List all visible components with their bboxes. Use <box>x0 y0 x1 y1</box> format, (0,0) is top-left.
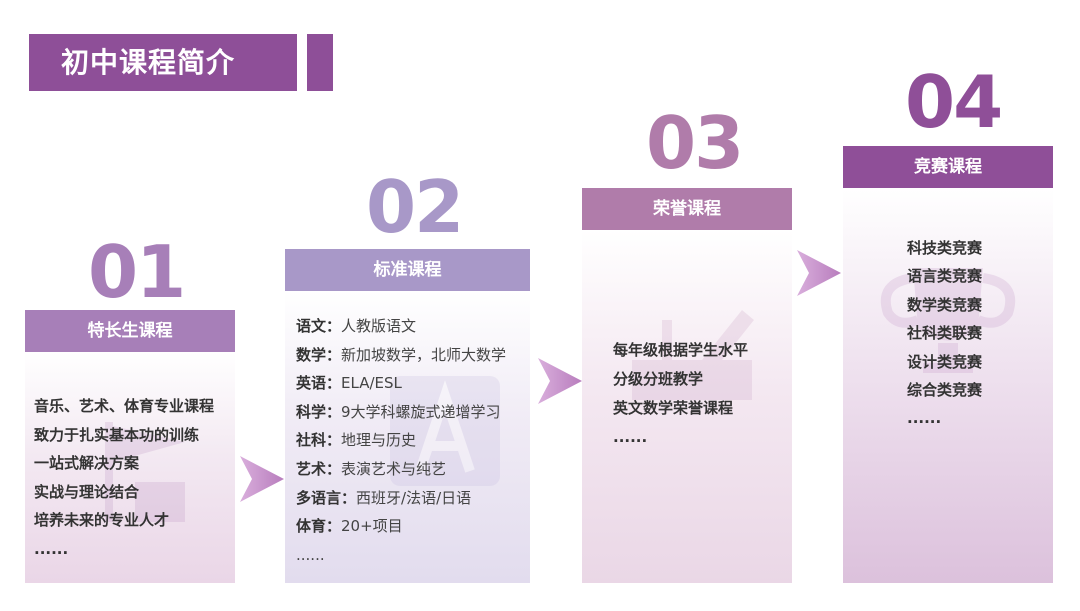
step-1-panel: 特长生课程 音乐、艺术、体育专业课程 致力于扎实基本功的训练 一站式解决方案 实… <box>25 310 235 583</box>
step-4-list: 科技类竞赛 语言类竞赛 数学类竞赛 社科类联赛 设计类竞赛 综合类竞赛 ....… <box>907 234 982 433</box>
item-label: 英语： <box>296 374 342 393</box>
step-4-header: 竞赛课程 <box>843 146 1053 188</box>
step-1-list: 音乐、艺术、体育专业课程 致力于扎实基本功的训练 一站式解决方案 实战与理论结合… <box>34 392 214 563</box>
list-item: 体育：20+项目 <box>296 512 506 541</box>
item-value: 西班牙/法语/日语 <box>356 488 472 507</box>
list-item: 科学：9大学科螺旋式递增学习 <box>296 398 506 427</box>
step-3-number: 03 <box>646 101 744 185</box>
page-title: 初中课程简介 <box>29 34 297 91</box>
step-2-body: 语文：人教版语文 数学：新加坡数学，北师大数学 英语：ELA/ESL 科学：9大… <box>285 291 530 583</box>
flag-watermark-icon <box>105 422 185 522</box>
list-item: 艺术：表演艺术与纯艺 <box>296 455 506 484</box>
item-value: 9大学科螺旋式递增学习 <box>341 402 501 421</box>
item-value: 地理与历史 <box>341 431 417 450</box>
list-item: 一站式解决方案 <box>34 454 140 472</box>
list-item: 社科：地理与历史 <box>296 426 506 455</box>
list-item: 培养未来的专业人才 <box>34 511 170 529</box>
item-label: 数学： <box>296 345 342 364</box>
arrow-right-icon <box>797 250 841 296</box>
list-item: ...... <box>296 541 506 570</box>
item-value: 20+项目 <box>341 517 403 536</box>
step-3-panel: 荣誉课程 每年级根据学生水平 分级分班教学 英文数学荣誉课程 ...... <box>582 188 792 583</box>
item-label: 语文： <box>296 317 342 335</box>
item-value: ...... <box>296 545 325 564</box>
list-item: 英文数学荣誉课程 <box>613 399 734 417</box>
step-3-body: 每年级根据学生水平 分级分班教学 英文数学荣誉课程 ...... <box>582 230 792 583</box>
step-4-body: 科技类竞赛 语言类竞赛 数学类竞赛 社科类联赛 设计类竞赛 综合类竞赛 ....… <box>843 188 1053 583</box>
item-value: ELA/ESL <box>341 374 402 393</box>
list-item: 语文：人教版语文 <box>296 312 506 341</box>
step-2-list: 语文：人教版语文 数学：新加坡数学，北师大数学 英语：ELA/ESL 科学：9大… <box>296 312 506 569</box>
step-3-header: 荣誉课程 <box>582 188 792 230</box>
list-item: ...... <box>613 428 648 446</box>
step-3-list: 每年级根据学生水平 分级分班教学 英文数学荣誉课程 ...... <box>613 336 748 452</box>
trophy-watermark-icon <box>880 268 1016 373</box>
arrow-right-icon <box>538 358 582 404</box>
step-2-header: 标准课程 <box>285 249 530 291</box>
item-label: 科学： <box>296 402 342 421</box>
arrow-right-icon <box>240 456 284 502</box>
list-item: 致力于扎实基本功的训练 <box>34 425 200 444</box>
list-item: 英语：ELA/ESL <box>296 369 506 398</box>
item-value: 新加坡数学，北师大数学 <box>341 345 507 364</box>
item-value: 人教版语文 <box>341 317 417 335</box>
item-label: 体育： <box>296 517 342 536</box>
list-item: 科技类竞赛 <box>907 239 983 257</box>
list-item: ...... <box>34 539 69 558</box>
step-2-number: 02 <box>366 165 464 249</box>
list-item: 多语言：西班牙/法语/日语 <box>296 484 506 513</box>
step-1-number: 01 <box>88 230 186 314</box>
item-label: 艺术： <box>296 459 342 478</box>
item-label: 多语言： <box>296 488 357 507</box>
list-item: 语言类竞赛 <box>907 267 983 286</box>
step-1-body: 音乐、艺术、体育专业课程 致力于扎实基本功的训练 一站式解决方案 实战与理论结合… <box>25 352 235 583</box>
step-1-header: 特长生课程 <box>25 310 235 352</box>
list-item: 实战与理论结合 <box>34 482 140 501</box>
step-2-panel: 标准课程 语文：人教版语文 数学：新加坡数学，北师大数学 英语：ELA/ESL … <box>285 249 530 583</box>
pencil-ruler-watermark-icon <box>632 310 754 400</box>
list-item: 社科类联赛 <box>907 324 983 343</box>
item-label: 社科： <box>296 431 342 450</box>
list-item: ...... <box>907 409 942 428</box>
list-item: 设计类竞赛 <box>907 352 983 371</box>
item-value: 表演艺术与纯艺 <box>341 459 447 478</box>
list-item: 数学类竞赛 <box>907 295 983 314</box>
title-accent-block <box>307 34 333 91</box>
list-item: 每年级根据学生水平 <box>613 341 749 359</box>
list-item: 数学：新加坡数学，北师大数学 <box>296 341 506 370</box>
list-item: 综合类竞赛 <box>907 381 983 400</box>
list-item: 音乐、艺术、体育专业课程 <box>34 397 215 415</box>
letter-a-watermark-icon <box>390 376 500 486</box>
list-item: 分级分班教学 <box>613 370 704 388</box>
step-4-number: 04 <box>905 60 1003 144</box>
step-4-panel: 竞赛课程 科技类竞赛 语言类竞赛 数学类竞赛 社科类联赛 设计类竞赛 综合类竞赛… <box>843 146 1053 583</box>
